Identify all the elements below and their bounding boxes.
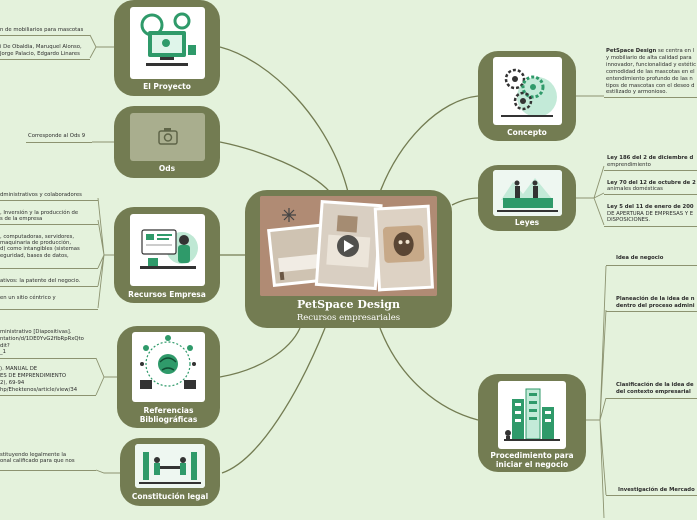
concepto-note-1: y mobiliario de alta calidad para	[606, 55, 692, 61]
leyes-illustration	[493, 170, 562, 216]
link-ods	[219, 141, 331, 193]
ley-0-detail: emprendimiento	[607, 162, 651, 168]
step-investigacion-mercado: Investigación de Mercado	[618, 487, 695, 493]
proyecto-illustration	[130, 7, 205, 79]
link-concepto	[379, 95, 479, 193]
note-recursos-6: eguridad, bases de datos,	[0, 253, 69, 259]
note-proyecto-2: Jorge Palacio, Edgardo Linares	[0, 51, 80, 57]
step-planeacion-line2: dentro del proceso admini	[616, 303, 695, 309]
note-recursos-4: maquinaria de producción,	[0, 240, 72, 246]
note-referencias-6: 2), 69-94	[0, 380, 25, 386]
note-ods-0: Corresponde al Ods 9	[28, 133, 86, 139]
ley-1-title: Ley 70 del 12 de octubre de 2	[607, 180, 696, 186]
note-proyecto-1: i De Obaldia, Maruquel Alonso,	[0, 44, 82, 50]
step-planeacion-line1: Planeación de la idea de n	[616, 296, 695, 302]
note-proyecto-0: n de mobiliarios para mascotas	[0, 27, 84, 33]
step-idea-de-negocio: Idea de negocio	[616, 255, 664, 261]
constitucion-illustration	[135, 444, 205, 488]
node-recursos-empresa[interactable]: Recursos Empresa	[114, 207, 220, 303]
node-procedimiento[interactable]: Procedimiento para iniciar el negocio	[478, 374, 586, 472]
ods-image-placeholder	[130, 113, 205, 161]
concepto-note-6: estilizado y armonioso.	[606, 89, 668, 95]
ley-2-title: Ley 5 del 11 de enero de 200	[607, 204, 694, 210]
link-referencias	[219, 327, 301, 378]
link-procedimiento	[379, 327, 479, 421]
note-constitucion-0: stituyendo legalmente la	[0, 452, 67, 458]
node-label-line2: Bibliográficas	[139, 415, 198, 424]
step-clasificacion-line2: del contexto empresarial	[616, 389, 691, 395]
note-recursos-7: ativos: la patente del negocio.	[0, 278, 81, 284]
recursos-illustration	[130, 214, 205, 286]
node-label: El Proyecto	[143, 82, 191, 91]
central-topic[interactable]: PetSpace Design Recursos empresariales	[245, 190, 452, 328]
concepto-note-5: tipos de mascotas con el deseo d	[606, 83, 695, 89]
node-label-line1: Procedimiento para	[490, 451, 574, 460]
node-label: Concepto	[507, 128, 547, 137]
link-constitucion	[221, 327, 326, 474]
note-referencias-1: ntation/d/1DE0YvG2fIbRpRxQto	[0, 336, 84, 342]
note-constitucion-1: onal calificado para que nos	[0, 458, 75, 464]
note-referencias-5: ES DE EMPRENDIMIENTO	[0, 373, 67, 379]
node-label: Constitución legal	[131, 492, 209, 501]
concepto-note-2: innovador, funcionalidad y estétic	[606, 62, 696, 68]
note-recursos-1: , Inversión y la producción de	[0, 210, 79, 216]
note-recursos-5: d) como intangibles (sistemas	[0, 246, 80, 252]
ley-2-detail2: DISPOSICIONES.	[607, 217, 651, 223]
node-constitucion-legal[interactable]: Constitución legal	[120, 438, 220, 506]
node-label: Recursos Empresa	[128, 290, 206, 299]
note-recursos-3: , computadoras, servidores,	[0, 234, 75, 240]
note-referencias-3: _1	[0, 349, 7, 355]
node-referencias-bibliograficas[interactable]: Referencias Bibliográficas	[117, 326, 220, 428]
note-recursos-2: s de la empresa	[0, 216, 43, 222]
central-subtitle: Recursos empresariales	[296, 313, 401, 323]
camera-icon	[158, 128, 178, 145]
note-referencias-2: dit?	[0, 343, 10, 349]
concepto-illustration	[493, 57, 562, 125]
node-concepto[interactable]: Concepto	[478, 51, 576, 141]
concepto-brand: PetSpace Design	[606, 48, 657, 54]
node-leyes[interactable]: Leyes	[478, 165, 576, 231]
central-title: PetSpace Design	[297, 298, 400, 311]
link-leyes	[451, 197, 479, 206]
referencias-illustration	[132, 332, 205, 402]
node-ods[interactable]: Ods	[114, 106, 220, 178]
link-proyecto	[219, 46, 349, 193]
concepto-note-3: comodidad de las mascotas en el	[606, 69, 695, 75]
ley-0-title: Ley 186 del 2 de diciembre d	[607, 155, 694, 161]
node-label: Ods	[158, 164, 176, 173]
concepto-note-4: entendimiento profundo de las n	[606, 76, 693, 82]
note-recursos-0: dministrativos y colaboradores	[0, 192, 82, 198]
note-referencias-7: hp/Ehektenos/article/view/34	[0, 387, 78, 393]
node-label-line1: Referencias	[143, 406, 194, 415]
procedimiento-illustration	[498, 381, 566, 449]
node-label-line2: iniciar el negocio	[495, 460, 569, 469]
ley-1-detail: animales domésticas	[607, 186, 663, 192]
step-clasificacion-line1: Clasificación de la idea de	[616, 382, 694, 388]
node-el-proyecto[interactable]: El Proyecto	[114, 0, 220, 96]
concepto-text: PetSpace Design se centra en l	[606, 48, 694, 55]
note-referencias-4: ). MANUAL DE	[0, 366, 38, 372]
concepto-note-0: se centra en l	[656, 48, 695, 54]
note-referencias-0: ministrativo [Diapositivas].	[0, 329, 72, 335]
node-label: Leyes	[514, 218, 540, 227]
central-collage-image	[260, 196, 437, 296]
ley-2-detail: DE APERTURA DE EMPRESAS Y E	[607, 211, 694, 217]
note-recursos-8: en un sitio céntrico y	[0, 295, 56, 301]
